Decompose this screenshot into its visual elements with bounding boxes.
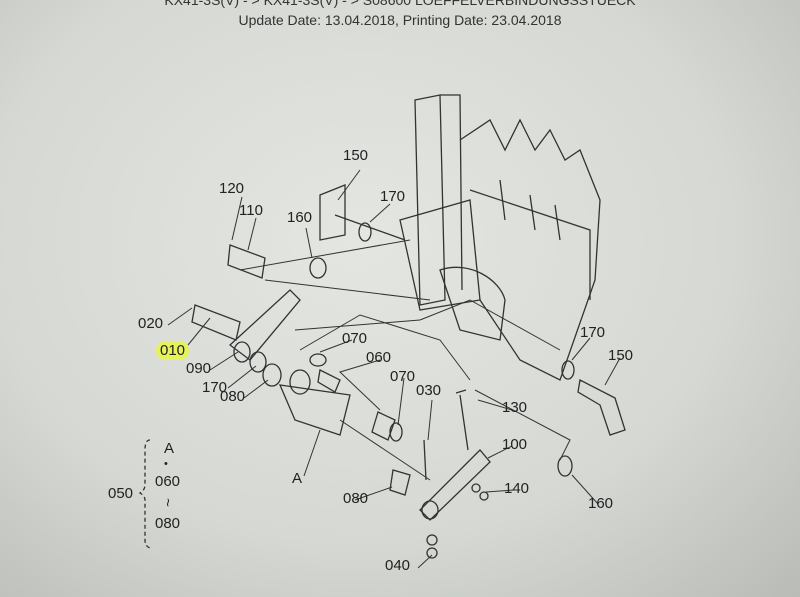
part-label-070: 070	[390, 368, 416, 385]
legend-A: A	[164, 440, 175, 457]
diagram-title: KX41-3S(V) - > KX41-3S(V) - > S08600 LOE…	[164, 0, 636, 8]
part-label-110: 110	[239, 202, 263, 219]
guide-lines	[239, 239, 571, 481]
parts	[191, 184, 626, 559]
part-label-070: 070	[342, 330, 368, 347]
bucket-outline	[399, 94, 601, 381]
part-label-170: 170	[580, 324, 606, 341]
legend-dot: •	[164, 458, 168, 470]
legend-tilde: ~	[158, 498, 176, 507]
legend-080: 080	[155, 515, 181, 532]
part-label-170: 170	[380, 188, 406, 205]
legend-group-050: 050	[108, 485, 134, 502]
part-label-060: 060	[366, 349, 392, 366]
part-label-090: 090	[186, 360, 212, 377]
part-label-010-highlighted: 010	[156, 341, 190, 360]
part-label-150: 150	[343, 147, 369, 164]
part-label-150: 150	[608, 347, 634, 364]
part-label-030: 030	[416, 382, 442, 399]
part-label-A: A	[292, 470, 303, 487]
diagram-dates: Update Date: 13.04.2018, Printing Date: …	[238, 12, 562, 28]
part-label-140: 140	[504, 480, 530, 497]
part-label-130: 130	[502, 399, 528, 416]
part-label-100: 100	[502, 436, 528, 453]
legend-bracket	[138, 439, 153, 549]
part-label-160: 160	[588, 495, 614, 512]
part-label-120: 120	[219, 180, 245, 197]
part-label-160: 160	[287, 209, 313, 226]
leader-lines	[167, 169, 621, 569]
part-label-080: 080	[220, 388, 246, 405]
legend-060: 060	[155, 473, 181, 490]
part-label-040: 040	[385, 557, 411, 574]
part-label-170: 170	[202, 379, 228, 396]
part-label-080: 080	[343, 490, 369, 507]
part-label-020: 020	[138, 315, 164, 332]
